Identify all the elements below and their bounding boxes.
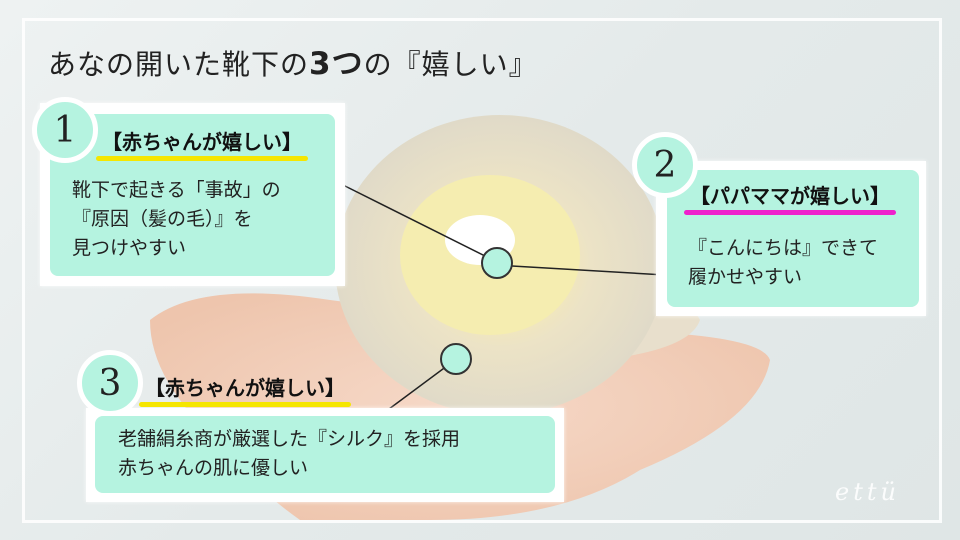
page-title: あなの開いた靴下の3つの『嬉しい』 [48, 46, 538, 82]
text-line: 赤ちゃんの肌に優しい [118, 457, 309, 479]
slide-frame [22, 18, 942, 523]
point-2-text: 『こんにちは』できて 履かせやすい [688, 234, 878, 292]
text-line: 老舗絹糸商が厳選した『シルク』を採用 [118, 428, 461, 450]
point-1-box [50, 114, 335, 276]
text-line: 靴下で起きる「事故」の [72, 179, 281, 201]
point-2-number: 2 [632, 132, 698, 198]
point-3-text: 老舗絹糸商が厳選した『シルク』を採用 赤ちゃんの肌に優しい [118, 425, 460, 483]
point-1-number: 1 [32, 97, 98, 163]
point-2-box [667, 170, 919, 307]
point-1-heading: 【赤ちゃんが嬉しい】 [96, 126, 308, 161]
point-2-heading: 【パパママが嬉しい】 [684, 180, 896, 215]
point-3-heading: 【赤ちゃんが嬉しい】 [139, 372, 351, 407]
text-line: 履かせやすい [688, 266, 803, 288]
marker-dot-1 [481, 247, 513, 279]
point-3-box [95, 416, 555, 493]
text-line: 『原因（髪の毛）』を [72, 208, 253, 230]
text-line: 『こんにちは』できて [688, 237, 879, 259]
point-3-number: 3 [77, 350, 143, 416]
point-1-text: 靴下で起きる「事故」の 『原因（髪の毛）』を 見つけやすい [72, 176, 281, 263]
brand-logo: ettü [835, 478, 900, 506]
marker-dot-2 [440, 343, 472, 375]
text-line: 見つけやすい [72, 237, 187, 259]
